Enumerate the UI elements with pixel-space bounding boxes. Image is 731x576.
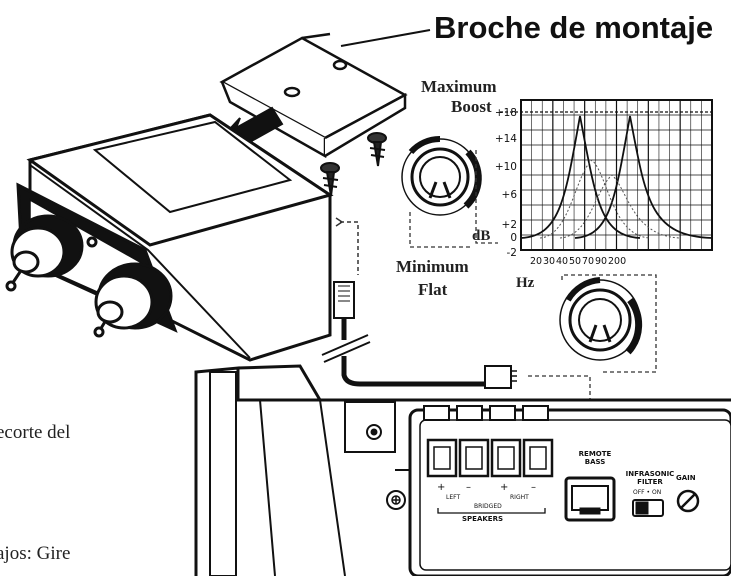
screw-icon xyxy=(320,162,340,197)
y-tick-label: +14 xyxy=(495,133,517,145)
body-text-fragment: ecorte del xyxy=(0,422,71,443)
dashed-connection xyxy=(340,221,359,275)
frequency-knob[interactable] xyxy=(559,277,643,361)
body-text-fragment: ajos: Gire xyxy=(0,543,71,564)
title-leader xyxy=(340,29,431,47)
screw-icon xyxy=(367,132,387,167)
gain-knob[interactable] xyxy=(676,489,700,513)
x-tick-label: 20 xyxy=(530,256,542,267)
flat-label: Flat xyxy=(418,280,448,299)
unit-knob[interactable] xyxy=(5,214,84,292)
infrasonic-filter-label: INFRASONIC FILTER xyxy=(625,470,675,487)
terminal-plus: + xyxy=(500,482,509,493)
x-tick-label: 90 xyxy=(595,256,607,267)
infrasonic-filter-switch[interactable] xyxy=(632,499,664,517)
remote-bass-port[interactable] xyxy=(564,476,616,522)
x-tick-label: 70 xyxy=(582,256,594,267)
y-tick-label: +6 xyxy=(502,189,518,201)
bridged-label: BRIDGED xyxy=(474,503,502,510)
y-tick-label: +10 xyxy=(495,161,517,173)
right-label: RIGHT xyxy=(510,494,529,501)
eq-response-chart xyxy=(500,99,713,251)
gain-label: GAIN xyxy=(676,474,696,482)
title-label: Broche de montaje xyxy=(434,10,714,45)
y-tick-label: 0 xyxy=(510,232,517,244)
terminal-plus: + xyxy=(437,482,446,493)
x-tick-label: 40 xyxy=(556,256,568,267)
hz-unit-label: Hz xyxy=(516,275,535,291)
terminal-minus: – xyxy=(466,482,471,493)
y-tick-label: +2 xyxy=(502,219,517,231)
x-tick-label: 50 xyxy=(569,256,581,267)
x-tick-label: 200 xyxy=(608,256,626,267)
db-unit-label: dB xyxy=(472,228,491,244)
speakers-label: SPEAKERS xyxy=(462,515,504,523)
left-label: LEFT xyxy=(446,494,461,501)
terminal-minus: – xyxy=(531,482,536,493)
x-tick-label: 30 xyxy=(543,256,555,267)
boost-label: Boost xyxy=(451,97,492,116)
remote-cable xyxy=(321,281,517,389)
unit-knob[interactable] xyxy=(93,262,173,338)
maximum-label: Maximum xyxy=(421,77,497,96)
y-tick-label: -2 xyxy=(507,247,517,259)
minimum-label: Minimum xyxy=(396,257,469,276)
y-tick-label: +18 xyxy=(495,107,517,119)
remote-bass-label: REMOTE BASS xyxy=(578,450,612,467)
speaker-terminals[interactable] xyxy=(426,438,554,514)
filter-switch-label: OFF • ON xyxy=(633,489,662,496)
boost-knob[interactable] xyxy=(401,135,482,216)
